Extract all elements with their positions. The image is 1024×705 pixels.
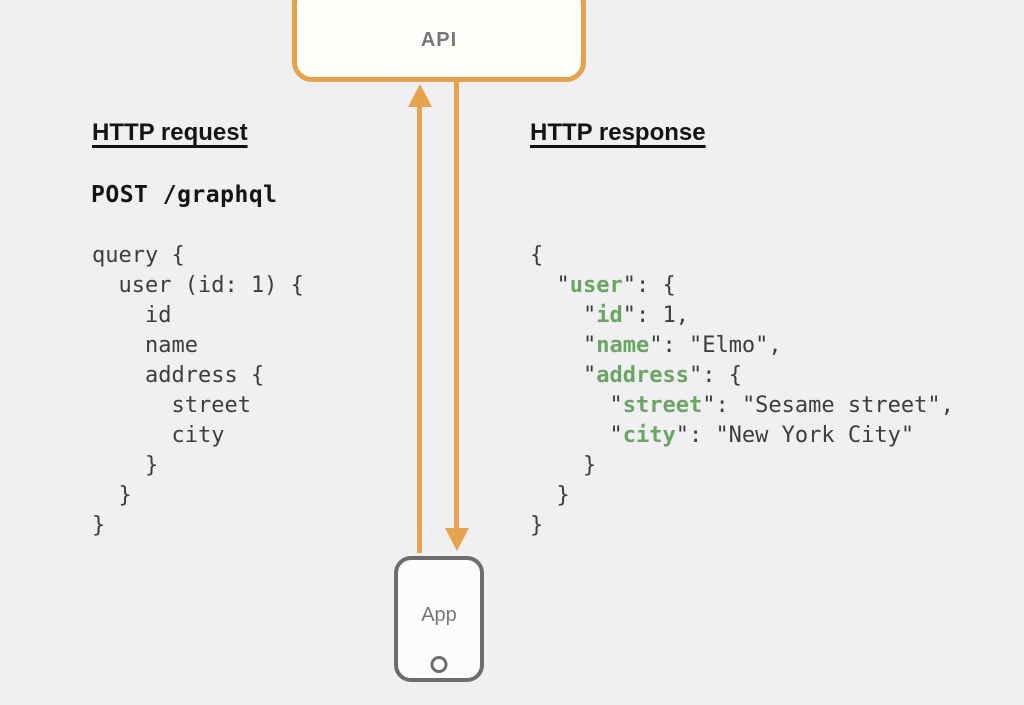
code-line: "street": "Sesame street", — [530, 393, 954, 418]
app-node-label: App — [421, 603, 457, 626]
code-line: user (id: 1) { — [92, 273, 304, 298]
http-response-title: HTTP response — [530, 119, 706, 146]
json-key: address — [596, 363, 689, 388]
code-line: address { — [92, 363, 265, 388]
request-method-line: POST /graphql — [91, 182, 278, 208]
code-line: } — [92, 453, 159, 478]
code-line: street — [92, 393, 251, 418]
code-line: } — [530, 513, 544, 538]
http-request-title: HTTP request — [92, 119, 248, 146]
code-line: "user": { — [530, 273, 676, 298]
api-node: API — [292, 0, 586, 82]
code-line: id — [92, 303, 172, 328]
code-line: "name": "Elmo", — [530, 333, 782, 358]
code-line: } — [530, 453, 597, 478]
request-arrowhead-up-icon — [408, 84, 432, 107]
app-node: App — [394, 556, 484, 682]
code-line: query { — [92, 243, 185, 268]
response-arrowhead-down-icon — [445, 528, 469, 551]
code-line: city — [92, 423, 225, 448]
graphql-query-code: query { user (id: 1) { id name address {… — [92, 241, 304, 541]
json-response-code: { "user": { "id": 1, "name": "Elmo", "ad… — [530, 241, 954, 541]
json-key: street — [622, 393, 703, 418]
code-line: } — [530, 483, 570, 508]
json-key: id — [596, 303, 623, 328]
phone-home-button-icon — [430, 656, 448, 673]
json-key: city — [622, 423, 676, 448]
code-line: } — [92, 513, 106, 538]
code-line: "id": 1, — [530, 303, 689, 328]
json-key: name — [596, 333, 650, 358]
code-line: { — [530, 243, 544, 268]
code-line: name — [92, 333, 198, 358]
code-line: "city": "New York City" — [530, 423, 915, 448]
request-arrow-shaft — [417, 103, 422, 553]
api-node-label: API — [420, 28, 458, 51]
json-key: user — [569, 273, 623, 298]
code-line: "address": { — [530, 363, 742, 388]
response-arrow-shaft — [454, 82, 459, 529]
code-line: } — [92, 483, 132, 508]
